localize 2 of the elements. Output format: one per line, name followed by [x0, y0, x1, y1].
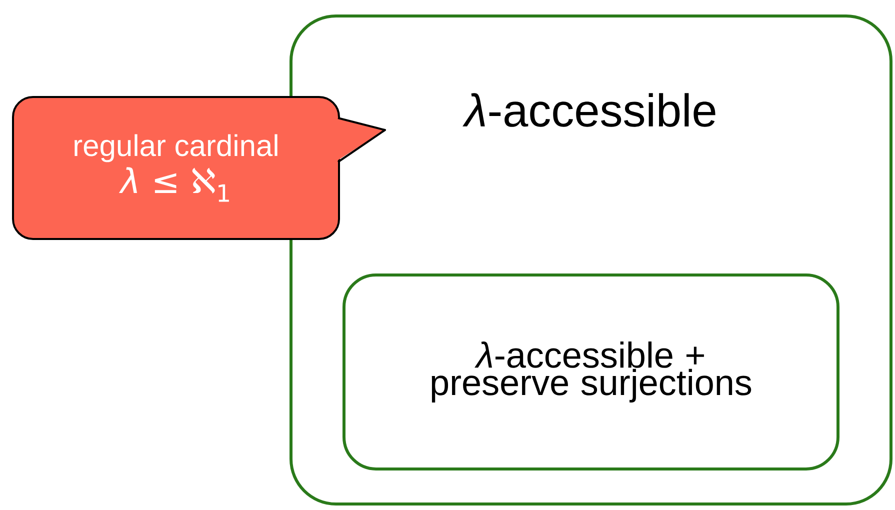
inner-box: λ-accessible + preserve surjections	[342, 274, 840, 470]
speech-bubble: regular cardinal λ ≤ ℵ$_{1}$	[12, 96, 386, 240]
